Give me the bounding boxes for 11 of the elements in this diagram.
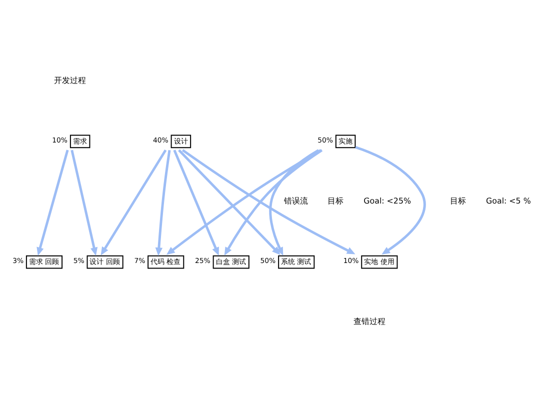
arrow bbox=[166, 148, 322, 254]
arrow bbox=[355, 146, 426, 254]
arrow bbox=[178, 148, 280, 254]
arrow bbox=[100, 148, 167, 255]
arrow bbox=[182, 148, 356, 254]
arrow bbox=[36, 149, 69, 256]
arrow bbox=[173, 149, 219, 256]
arrow bbox=[70, 149, 98, 256]
arrow bbox=[269, 148, 320, 256]
arrow bbox=[155, 149, 171, 256]
arrow bbox=[224, 148, 323, 256]
